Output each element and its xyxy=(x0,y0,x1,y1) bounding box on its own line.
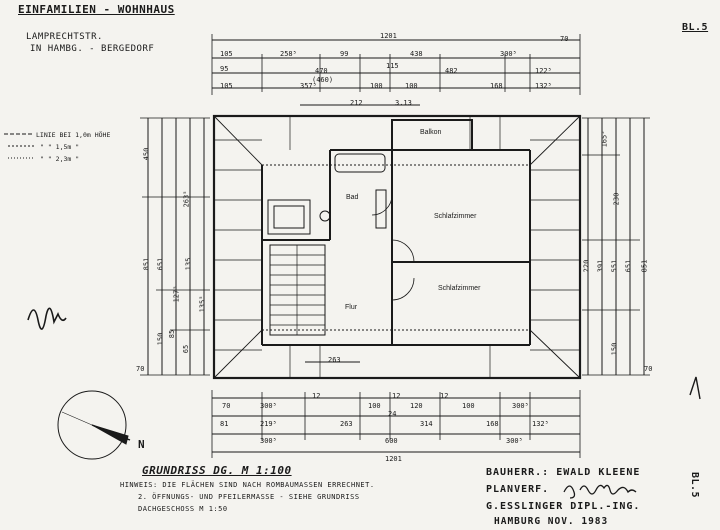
north-label: N xyxy=(138,438,146,451)
dim-right-7: 150 xyxy=(610,342,619,356)
dim-bot-r1-1: 12 xyxy=(312,392,321,400)
shower xyxy=(267,199,311,235)
note-line-2: 2. ÖFFNUNGS- UND PFEILERMASSE - SIEHE GR… xyxy=(138,493,360,501)
building-outline xyxy=(212,114,582,380)
dim-bot-r1-6: 100 xyxy=(462,402,475,410)
architect-signature xyxy=(563,484,637,499)
dim-bot-r1-5: 12 xyxy=(440,392,449,400)
address-line-1: LAMPRECHTSTR. xyxy=(26,32,103,42)
dim-bot-r2-2: 263 xyxy=(340,420,353,428)
architect: G.ESSLINGER DIPL.-ING. xyxy=(486,501,641,512)
dim-bot-r2-3: 24 xyxy=(388,410,397,418)
dim-left-5: 85 xyxy=(168,329,177,339)
dim-right-2: 220 xyxy=(582,259,591,273)
bathtub xyxy=(334,153,386,173)
dim-right-0: 165⁵ xyxy=(600,130,609,148)
north-arrow-circle xyxy=(57,390,127,460)
dim-margin-top-right: 70 xyxy=(560,35,569,43)
room-label-bad: Bad xyxy=(346,194,359,201)
note-line-3: DACHGESCHOSS M 1:50 xyxy=(138,505,228,513)
dim-bot-r1-0: 300⁵ xyxy=(260,402,277,410)
dim-top-r3-0: 105 xyxy=(220,82,233,90)
dim-left-9: 135⁵ xyxy=(198,295,207,313)
place-date: HAMBURG NOV. 1983 xyxy=(494,516,609,527)
washbasin xyxy=(375,189,387,229)
dim-top-r2-2: (460) xyxy=(312,76,334,84)
dim-margin-left-bottom: 70 xyxy=(136,365,145,373)
dim-bot-r3-0: 300⁵ xyxy=(260,437,277,445)
room-label-balkon: Balkon xyxy=(420,129,442,136)
room-label-flur: Flur xyxy=(345,304,358,311)
dim-top-r2-3: 115 xyxy=(386,62,399,70)
dim-top-r2-0: 95 xyxy=(220,65,229,73)
dim-top-r1-1: 258⁵ xyxy=(280,50,297,58)
dim-bot-r1-4: 120 xyxy=(410,402,423,410)
dim-right-6: 851 xyxy=(640,259,649,273)
room-label-schlafzimmer-2: Schlafzimmer xyxy=(438,285,481,292)
dim-top-r2-1: 470 xyxy=(315,67,328,75)
dim-left-2: 651 xyxy=(156,257,165,271)
dim-right-4: 551 xyxy=(610,259,619,273)
dim-bot-r2-0: 81 xyxy=(220,420,229,428)
planverf-label: PLANVERF. xyxy=(486,484,550,495)
legend-line-2: " " 1,5m " xyxy=(40,143,80,151)
dim-top-r2-4: 482 xyxy=(445,67,458,75)
dim-left-6: 127⁵ xyxy=(172,285,181,303)
dim-margin-right-bottom: 70 xyxy=(644,365,653,373)
dim-right-5: 651 xyxy=(624,259,633,273)
plan-title: GRUNDRISS DG. M 1:100 xyxy=(142,464,292,477)
dim-top-r1-0: 105 xyxy=(220,50,233,58)
address-line-2: IN HAMBG. - BERGEDORF xyxy=(30,44,155,54)
dim-bot-r2-6: 132⁵ xyxy=(532,420,549,428)
dim-top-total: 1201 xyxy=(380,32,397,40)
sheet-number: BL.5 xyxy=(682,22,709,33)
north-arrow-needle xyxy=(91,424,129,445)
dim-bot-r1-7: 300⁵ xyxy=(512,402,529,410)
dim-bot-r1-2: 100 xyxy=(368,402,381,410)
note-line-1: HINWEIS: DIE FLÄCHEN SIND NACH ROMBAUMAS… xyxy=(120,481,375,489)
dim-left-0: 450 xyxy=(142,147,151,161)
dim-top-r3-4: 168 xyxy=(490,82,503,90)
dim-bot-r1-3: 12 xyxy=(392,392,401,400)
dim-inner-top-0: 212 xyxy=(350,99,363,107)
dim-bot-r2-4: 314 xyxy=(420,420,433,428)
dim-bottom-total: 1201 xyxy=(385,455,402,463)
dim-top-r3-2: 100 xyxy=(370,82,383,90)
dim-left-3: 150 xyxy=(156,332,165,346)
dim-bot-r3-1: 600 xyxy=(385,437,398,445)
legend-line-3: " " 2,3m " xyxy=(40,155,80,163)
dim-bot-r3-2: 300⁵ xyxy=(506,437,523,445)
signature-scribble xyxy=(27,307,67,330)
dim-left-1: 851 xyxy=(142,257,151,271)
dim-top-r1-3: 438 xyxy=(410,50,423,58)
toilet xyxy=(319,210,331,222)
dim-top-r1-2: 99 xyxy=(340,50,349,58)
dim-inner-top-1: 3.13 xyxy=(395,99,412,107)
dim-left-7: 135 xyxy=(184,257,193,271)
dim-top-r2-5: 122⁵ xyxy=(535,67,552,75)
dim-top-r3-1: 357⁵ xyxy=(300,82,317,90)
dim-bot-r2-5: 168 xyxy=(486,420,499,428)
dim-left-8: 65 xyxy=(182,344,191,354)
dim-right-3: 391 xyxy=(596,259,605,273)
room-label-schlafzimmer-1: Schlafzimmer xyxy=(434,213,477,220)
dim-left-4: 263⁵ xyxy=(182,190,191,208)
dim-top-r1-4: 300⁵ xyxy=(500,50,517,58)
dim-right-1: 230 xyxy=(612,192,621,206)
dim-bot-r2-1: 219⁵ xyxy=(260,420,277,428)
staircase xyxy=(269,244,326,336)
margin-mark xyxy=(689,376,701,400)
dim-top-r3-5: 132⁵ xyxy=(535,82,552,90)
dim-top-r3-3: 100 xyxy=(405,82,418,90)
dim-inner-bottom: 263 xyxy=(328,356,341,364)
legend-line-1: LINIE BEI 1,0m HÖHE xyxy=(36,131,111,139)
drawing-title: EINFAMILIEN - WOHNHAUS xyxy=(18,3,175,16)
bauherr: BAUHERR.: EWALD KLEENE xyxy=(486,467,641,478)
dim-margin-bottom-left: 70 xyxy=(222,402,231,410)
